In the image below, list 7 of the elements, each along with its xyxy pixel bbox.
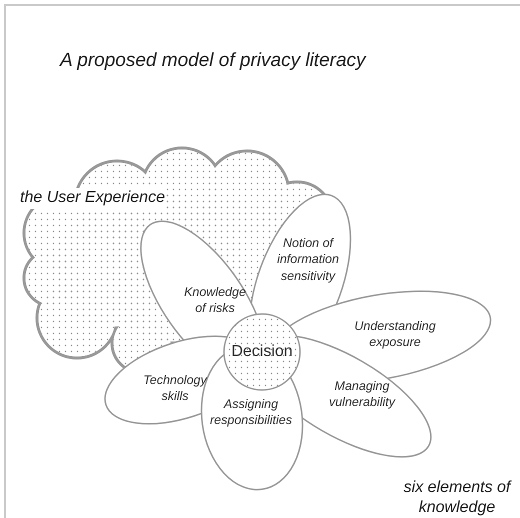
petal-label: Managing vulnerability [320,378,404,410]
petal-label: Technology skills [135,372,215,404]
annotation-text: six elements of knowledge [402,478,513,518]
diagram-title: A proposed model of privacy literacy [60,50,366,72]
petal-label: Understanding exposure [350,318,440,350]
petal-label: Knowledge of risks [180,284,250,316]
cloud-label: the User Experience [20,188,165,209]
